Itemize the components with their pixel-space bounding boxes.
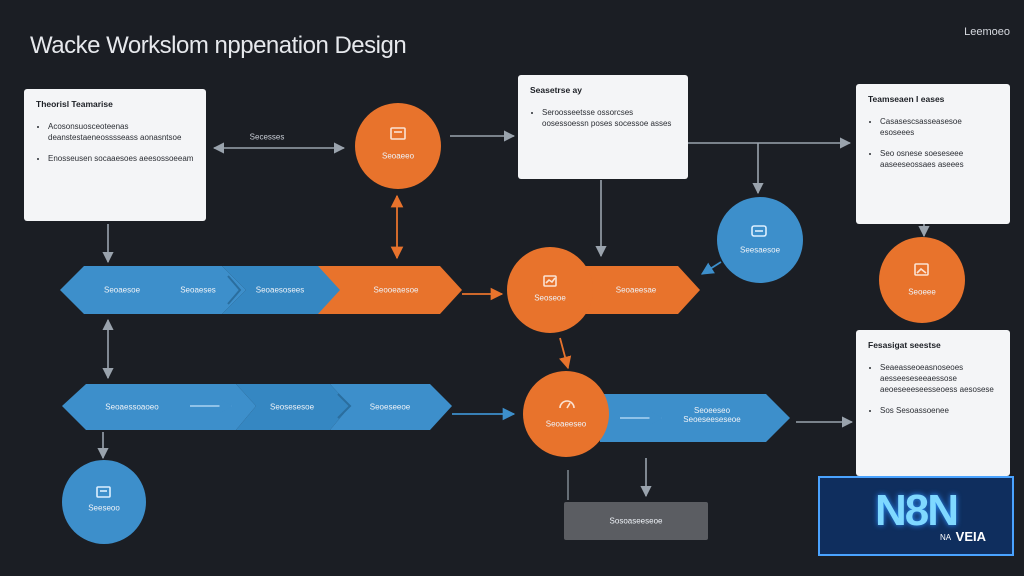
label-row2-c: Seoeseeoe xyxy=(369,402,411,412)
corner-label: Leemoeo xyxy=(964,26,1010,38)
label-circle-orange-right: Seoeee xyxy=(908,287,936,297)
row2-chevron-c[interactable] xyxy=(330,384,452,430)
circle-low-orange[interactable] xyxy=(523,371,609,457)
page-title: Wacke Workslom nppenation Design xyxy=(30,32,407,59)
card-item: Seroosseetsse ossorcses oosessoessn pose… xyxy=(542,107,676,129)
label-circle-blue-right: Seesaesoe xyxy=(739,245,781,255)
connector-orange-diag xyxy=(558,337,572,370)
card-item: Casasescsasseasesoe esoseees xyxy=(880,116,998,138)
card-item: Acosonsuosceoteenas deanstestaeneossssea… xyxy=(48,121,194,143)
card-item: Sos Sesoassoenee xyxy=(880,405,998,416)
row2-chevron-a[interactable] xyxy=(62,384,256,430)
card-item: Enosseusen socaaesoes aeesossoeeam xyxy=(48,153,194,164)
circle-top-orange[interactable] xyxy=(355,103,441,189)
row1-chevron-b[interactable] xyxy=(222,266,350,314)
label-row2-b: Seosesesoe xyxy=(269,402,315,412)
circle-mid-orange[interactable] xyxy=(507,247,593,333)
label-gray-box: Sosoaseeseoe xyxy=(609,516,663,526)
card-top-mid[interactable]: Seasetrse ay Seroosseetsse ossorcses oos… xyxy=(518,75,688,179)
card-heading: Fesasigat seestse xyxy=(868,340,941,350)
label-row1-b: Seoaeses xyxy=(180,285,216,295)
card-top-right[interactable]: Teamseaen I eases Casasescsasseasesoe es… xyxy=(856,84,1010,224)
image-icon xyxy=(914,263,929,276)
gray-output-box[interactable] xyxy=(564,502,708,540)
label-row1-c: Seoaesosees xyxy=(255,285,305,295)
gauge-icon xyxy=(559,400,575,409)
row2-inner-chevron xyxy=(337,393,352,419)
badge-small-text: NA xyxy=(940,533,952,542)
badge-main-text: N8N xyxy=(874,486,959,535)
row2-chevron-right[interactable] xyxy=(600,394,790,442)
chat-icon xyxy=(751,225,767,237)
label-row1-a: Seoaesoe xyxy=(103,285,141,295)
label-row2-d: Seoeeseo Seoeseeseseoe xyxy=(683,406,741,424)
label-row1-d: Seooeaesoe xyxy=(373,285,419,295)
document-icon xyxy=(390,127,406,140)
label-row1-e: Seoaeesae xyxy=(615,285,657,295)
circle-blue-right[interactable] xyxy=(717,197,803,283)
circle-orange-right[interactable] xyxy=(879,237,965,323)
folder-icon xyxy=(96,486,111,498)
card-top-left[interactable]: Theorisl Teamarise Acosonsuosceoteenas d… xyxy=(24,89,206,221)
label-top-arrow: Secesses xyxy=(249,132,285,142)
card-heading: Seasetrse ay xyxy=(530,85,582,95)
label-circle-top: Seoaeeo xyxy=(381,151,415,161)
label-circle-blue-bottom: Seeseoo xyxy=(88,503,120,513)
card-item: Seaeasseoeasnoseoes aesseeseseeaessose a… xyxy=(880,362,998,396)
card-heading: Teamseaen I eases xyxy=(868,94,945,104)
row1-inner-chevron xyxy=(227,275,242,305)
card-heading: Theorisl Teamarise xyxy=(36,99,113,109)
row2-chevron-b[interactable] xyxy=(236,384,350,430)
card-mid-right[interactable]: Fesasigat seestse Seaeasseoeasnoseoes ae… xyxy=(856,330,1010,476)
card-item: Seo osnese soeseseee aaseeseossaes aseee… xyxy=(880,148,998,170)
row1-chevron-a[interactable] xyxy=(60,266,246,314)
label-row2-a: Seoaessoaoeo xyxy=(105,402,159,412)
label-circle-mid: Seoseoe xyxy=(534,293,566,303)
row1-chevron-right[interactable] xyxy=(572,266,700,314)
badge-tail-text: VEIA xyxy=(955,529,986,544)
circle-blue-bottom[interactable] xyxy=(62,460,146,544)
brand-badge: N8N NA VEIA xyxy=(818,476,1014,556)
chart-icon xyxy=(543,275,557,287)
row1-chevron-orange[interactable] xyxy=(318,266,462,314)
connector-blue-to-circle xyxy=(700,261,722,275)
label-circle-low: Seoaeeseo xyxy=(545,419,587,429)
